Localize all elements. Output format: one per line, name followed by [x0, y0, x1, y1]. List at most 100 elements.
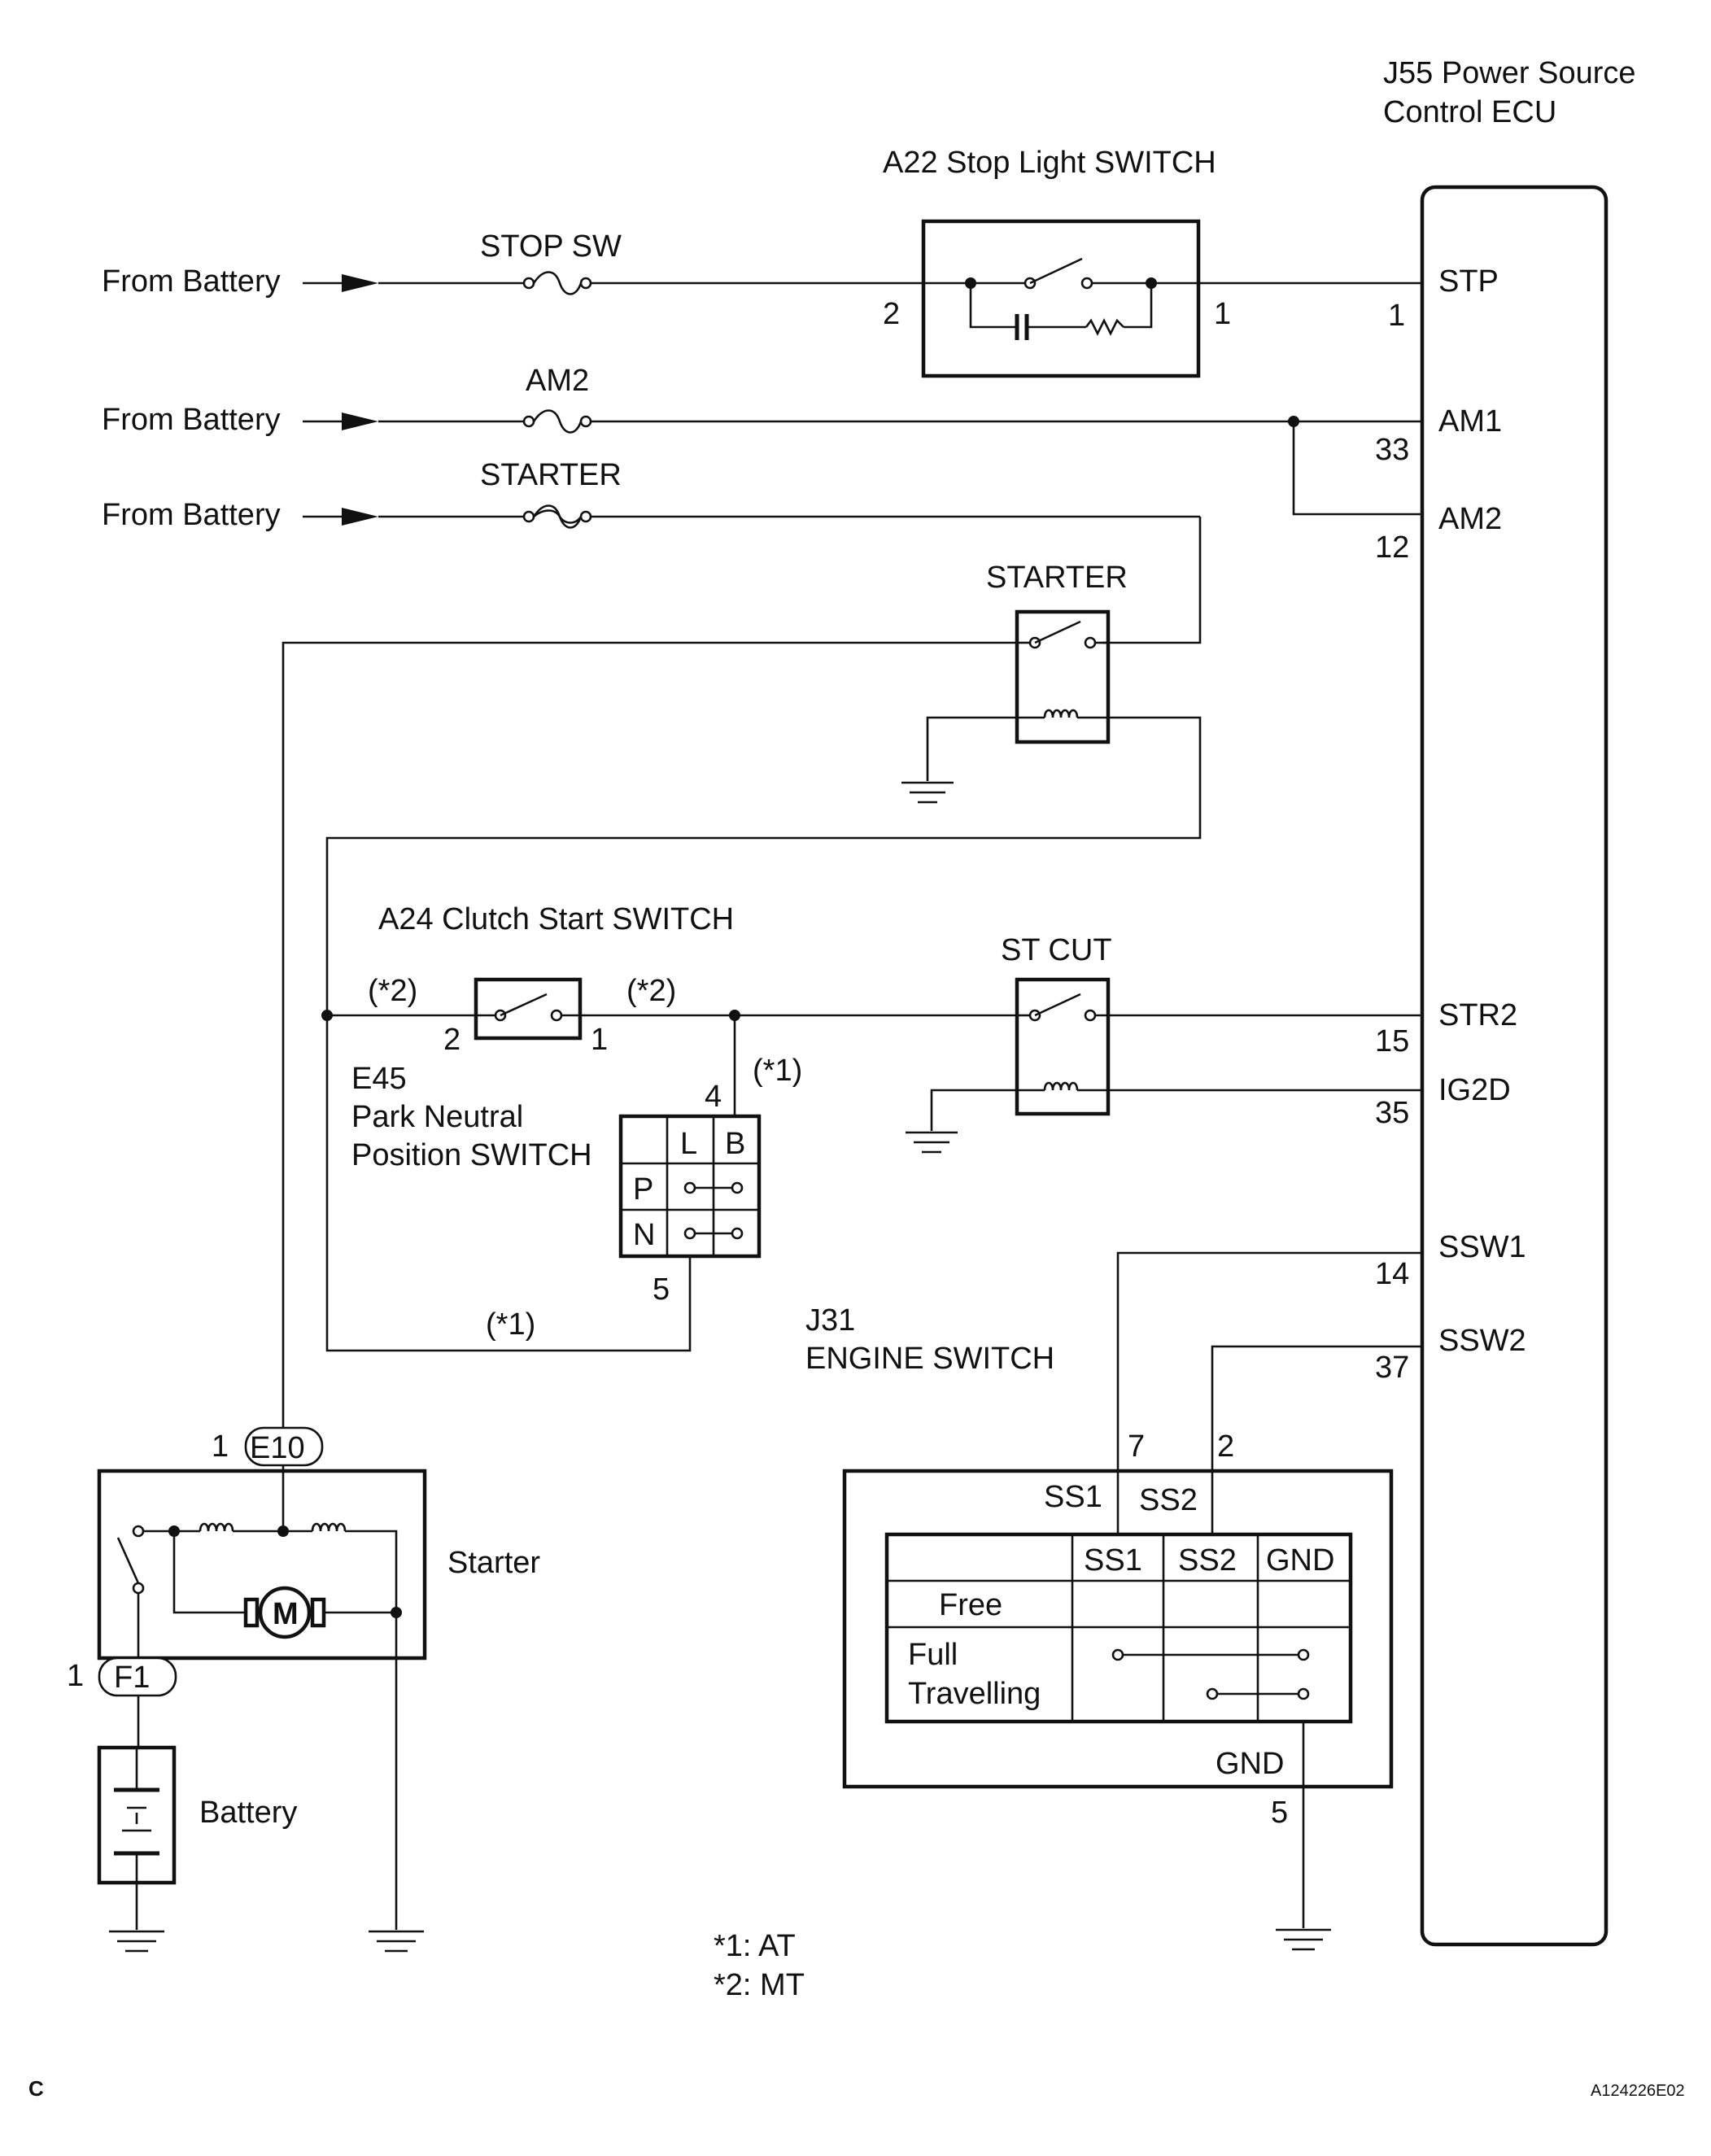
engine-switch-line2: ENGINE SWITCH — [805, 1342, 1054, 1376]
st-cut-relay-box — [1015, 977, 1111, 1116]
engine-pin-ss1: 7 — [1128, 1429, 1145, 1464]
clutch-note-right: (*2) — [626, 974, 676, 1008]
note-at: *1: AT — [714, 1929, 796, 1963]
switch-contact-icon — [1029, 257, 1083, 285]
fuse-label-am2: AM2 — [526, 364, 589, 398]
starter-pin-f1: 1 — [67, 1659, 84, 1693]
from-battery-label-1: From Battery — [102, 264, 281, 299]
motor-icon — [258, 1586, 312, 1639]
ecu-terminal-ssw1: SSW1 — [1438, 1230, 1526, 1264]
pnp-label-line3: Position SWITCH — [351, 1138, 592, 1172]
ecu-pin-am2: 12 — [1375, 530, 1409, 565]
engine-row-free: Free — [939, 1588, 1002, 1622]
fuse-icon — [522, 271, 592, 295]
engine-term-gnd: GND — [1216, 1747, 1284, 1781]
ecu-terminal-str2: STR2 — [1438, 998, 1517, 1032]
st-cut-relay: ST CUT — [906, 933, 1422, 1154]
engine-term-ss2: SS2 — [1139, 1483, 1198, 1517]
engine-pin-ss2: 2 — [1217, 1429, 1234, 1464]
clutch-pin-right: 1 — [591, 1023, 608, 1057]
resistor-icon — [1085, 318, 1124, 336]
st-cut-label: ST CUT — [1001, 933, 1112, 967]
ecu-pin-ssw1: 14 — [1375, 1257, 1409, 1291]
pnp-col-l: L — [680, 1127, 697, 1161]
stop-circuit: From Battery STOP SW A22 Stop Light SWIT… — [102, 146, 1422, 378]
pnp-return-note: (*1) — [486, 1307, 535, 1342]
clutch-note-left: (*2) — [368, 974, 417, 1008]
motor-symbol: M — [273, 1597, 299, 1631]
starter-motor: Starter 1 E10 M — [67, 1426, 540, 1953]
ecu-pin-ssw2: 37 — [1375, 1351, 1409, 1385]
ecu-title-line1: J55 Power Source — [1383, 56, 1636, 90]
clutch-switch-box — [474, 977, 583, 1041]
ecu-pin-ig2d: 35 — [1375, 1096, 1409, 1130]
ecu-terminal-ssw2: SSW2 — [1438, 1324, 1526, 1358]
stop-light-switch-title: A22 Stop Light SWITCH — [883, 146, 1216, 180]
switch-contact-icon — [500, 993, 548, 1017]
ecu-title-line2: Control ECU — [1383, 95, 1556, 129]
fuse-label-stop-sw: STOP SW — [480, 229, 622, 264]
starter-feed: From Battery STARTER — [102, 458, 1202, 644]
ecu-terminal-stp: STP — [1438, 264, 1499, 299]
pnp-label-line2: Park Neutral — [351, 1100, 523, 1134]
starter-box — [97, 1469, 427, 1661]
battery: Battery — [97, 1745, 297, 1953]
switch-contact-icon — [1034, 993, 1081, 1017]
ecu-pin-stp: 1 — [1388, 299, 1405, 333]
arrow-icon — [342, 274, 378, 292]
pnp-pin-bottom: 5 — [653, 1272, 670, 1307]
connector-f1-label: F1 — [114, 1661, 150, 1695]
engine-switch-line1: J31 — [805, 1303, 855, 1338]
ground-icon — [369, 1930, 424, 1953]
arrow-icon — [342, 508, 378, 526]
ground-icon — [906, 1131, 958, 1154]
starter-relay: STARTER — [282, 561, 1202, 1428]
starter-relay-label: STARTER — [986, 561, 1128, 595]
ecu-terminal-ig2d: IG2D — [1438, 1073, 1511, 1107]
am-circuit: From Battery AM2 — [102, 364, 1422, 516]
ecu-pin-str2: 15 — [1375, 1024, 1409, 1058]
ecu-box — [1420, 185, 1608, 1947]
pnp-switch: E45 Park Neutral Position SWITCH 4 (*1) … — [325, 1015, 802, 1352]
fuse-icon — [522, 409, 592, 434]
engine-table-header-ss1: SS1 — [1084, 1543, 1142, 1578]
engine-row-full-line2: Travelling — [908, 1677, 1041, 1711]
starter-relay-box — [1015, 609, 1111, 744]
ground-icon — [901, 781, 954, 804]
stop-light-switch-box — [921, 219, 1201, 378]
footer-letter: C — [28, 2076, 44, 2101]
notes: *1: AT *2: MT — [714, 1929, 805, 2002]
fuse-label-starter: STARTER — [480, 458, 622, 492]
engine-table-header-gnd: GND — [1266, 1543, 1334, 1578]
note-mt: *2: MT — [714, 1968, 805, 2002]
engine-pin-gnd: 5 — [1271, 1796, 1288, 1830]
coil-icon — [311, 1522, 347, 1532]
starter-pin-e10: 1 — [212, 1429, 229, 1464]
engine-row-full-line1: Full — [908, 1638, 958, 1672]
pnp-label-line1: E45 — [351, 1062, 407, 1096]
arrow-icon — [342, 412, 378, 430]
coil-icon — [1043, 709, 1079, 718]
connector-e10-label: E10 — [250, 1431, 305, 1465]
from-battery-label-3: From Battery — [102, 498, 281, 532]
clutch-pin-left: 2 — [443, 1023, 460, 1057]
battery-label: Battery — [199, 1796, 297, 1830]
engine-term-ss1: SS1 — [1044, 1480, 1102, 1514]
ecu-pin-am1: 33 — [1375, 433, 1409, 467]
ground-icon — [1276, 1928, 1331, 1951]
coil-icon — [199, 1522, 234, 1532]
pnp-col-b: B — [725, 1127, 745, 1161]
pnp-pin-top-note: (*1) — [753, 1054, 802, 1088]
ecu: J55 Power Source Control ECU STP 1 AM1 3… — [1375, 56, 1636, 1947]
ecu-terminal-am2: AM2 — [1438, 502, 1502, 536]
coil-icon — [1043, 1081, 1079, 1091]
stop-light-pin-left: 2 — [883, 297, 900, 331]
engine-table-header-ss2: SS2 — [1178, 1543, 1237, 1578]
starter-label: Starter — [447, 1546, 540, 1580]
switch-contact-icon — [1034, 620, 1081, 644]
from-battery-label-2: From Battery — [102, 403, 281, 437]
clutch-circuit: A24 Clutch Start SWITCH (*2) (*2) 2 1 — [321, 902, 1017, 1116]
switch-contact-icon — [116, 1537, 140, 1584]
fusible-link-icon — [522, 504, 592, 529]
